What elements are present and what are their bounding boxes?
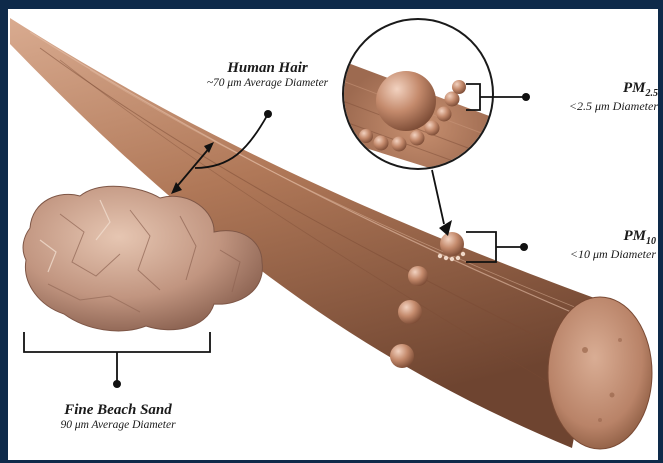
sand-title: Fine Beach Sand: [28, 402, 208, 419]
sand-label: Fine Beach Sand 90 μm Average Diameter: [28, 402, 208, 431]
human-hair-subtitle: ~70 μm Average Diameter: [195, 77, 340, 89]
pm10-label: PM10 <10 μm Diameter: [536, 228, 656, 262]
pm10-title-sub: 10: [646, 236, 656, 247]
sand-subtitle: 90 μm Average Diameter: [28, 419, 208, 431]
pm25-label: PM2.5 <2.5 μm Diameter: [540, 80, 658, 114]
pm25-title-main: PM: [623, 80, 646, 96]
pm25-title: PM2.5: [540, 80, 658, 99]
human-hair-label: Human Hair ~70 μm Average Diameter: [195, 60, 340, 89]
pm10-title-main: PM: [624, 228, 647, 244]
pm25-subtitle: <2.5 μm Diameter: [540, 99, 658, 114]
pm10-subtitle: <10 μm Diameter: [536, 247, 656, 262]
pm25-title-sub: 2.5: [646, 88, 659, 99]
human-hair-title: Human Hair: [195, 60, 340, 77]
pm10-title: PM10: [536, 228, 656, 247]
